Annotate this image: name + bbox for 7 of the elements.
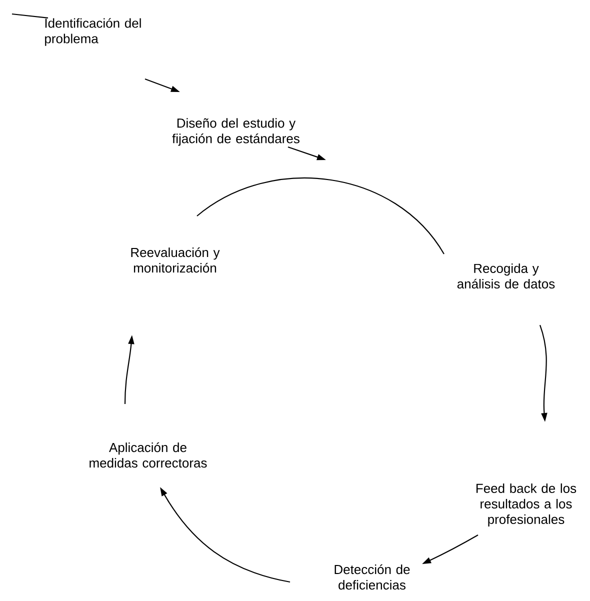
step-label: Reevaluación y monitorización [131, 247, 220, 273]
step-label: Aplicación de medidas correctoras [90, 442, 207, 468]
step-label: Recogida y análisis de datos [457, 263, 555, 289]
step-label: Diseño del estudio y fijación de estándares [172, 118, 300, 146]
step-label: Identificación del problema [45, 18, 141, 46]
step-label: Feed back de los resultados a los profesionales [476, 483, 576, 527]
step-label: Detección de deficiencias [334, 564, 410, 590]
